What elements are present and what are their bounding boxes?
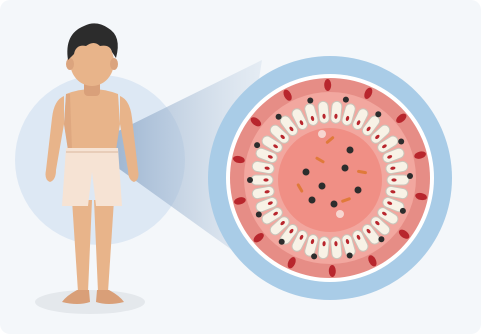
- dark-cell: [254, 142, 260, 148]
- dark-cell: [407, 173, 413, 179]
- dark-cell: [279, 239, 285, 245]
- dark-cell: [347, 253, 353, 259]
- villus-cell: [330, 101, 342, 124]
- villus-nucleus: [263, 178, 268, 181]
- lumen-dark-dot: [355, 187, 362, 194]
- pale-sphere: [336, 210, 344, 218]
- lumen-dark-dot: [309, 197, 316, 204]
- villus-cell: [318, 236, 330, 259]
- villus-cell: [318, 101, 330, 124]
- villus: [318, 101, 330, 124]
- dark-cell: [276, 114, 282, 120]
- left-ear: [66, 58, 74, 70]
- villus-cell: [387, 175, 409, 185]
- dark-cell: [343, 97, 349, 103]
- lumen-dark-dot: [342, 165, 349, 172]
- dark-cell: [307, 98, 313, 104]
- right-leg: [94, 200, 114, 292]
- dark-cell: [311, 253, 317, 259]
- dark-cell: [378, 236, 384, 242]
- villus-cell: [330, 236, 342, 259]
- dark-cell: [256, 212, 262, 218]
- dark-cell: [375, 111, 381, 117]
- villus: [318, 236, 330, 259]
- villus-cell: [251, 175, 273, 185]
- left-leg: [72, 200, 92, 292]
- right-ear: [110, 58, 118, 70]
- lumen-dark-dot: [303, 169, 310, 176]
- lumen-dark-dot: [347, 147, 354, 154]
- dark-cell: [400, 208, 406, 214]
- villus: [330, 236, 342, 259]
- lumen-dark-dot: [331, 201, 338, 208]
- villus: [330, 101, 342, 124]
- lumen: [278, 128, 382, 232]
- dark-cell: [247, 177, 253, 183]
- dark-cell: [398, 139, 404, 145]
- lumen-dark-dot: [319, 183, 326, 190]
- villus: [251, 175, 273, 185]
- villus: [387, 175, 409, 185]
- pale-sphere: [318, 130, 326, 138]
- torso: [64, 89, 120, 150]
- intestine-cross-section: [208, 56, 452, 300]
- villus-nucleus: [391, 178, 396, 181]
